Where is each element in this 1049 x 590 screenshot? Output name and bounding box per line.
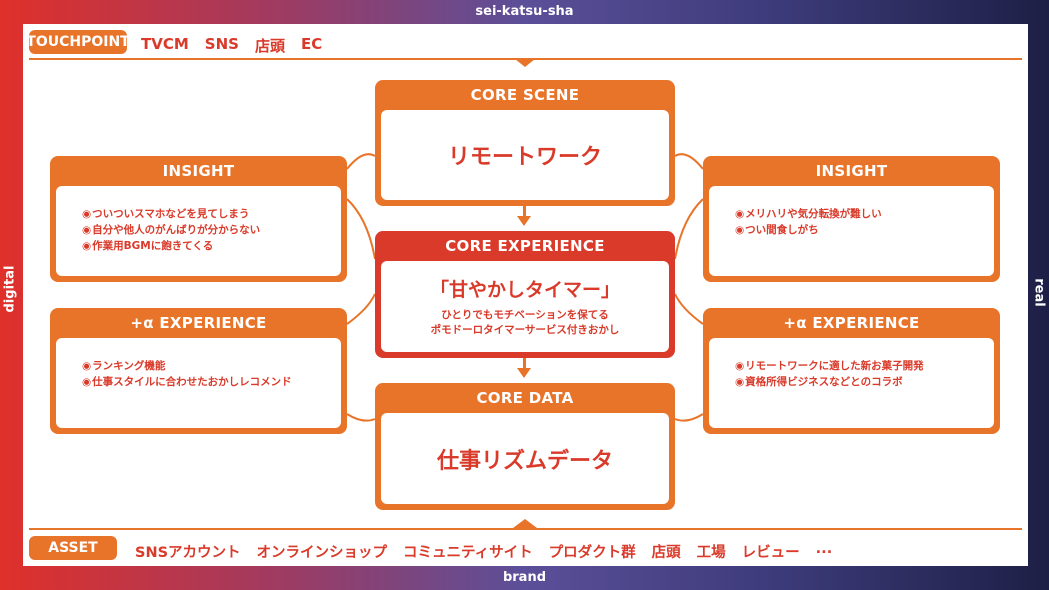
insight-right-list: メリハリや気分転換が難しい つい間食しがち xyxy=(709,186,994,238)
core-data-box: CORE DATA 仕事リズムデータ xyxy=(375,383,675,510)
connector-right-low xyxy=(674,293,704,325)
core-scene-header: CORE SCENE xyxy=(470,86,580,104)
touchpoint-item: SNS xyxy=(204,35,239,53)
arrow-experience-to-data xyxy=(517,368,531,378)
core-experience-body: 「甘やかしタイマー」 ひとりでもモチベーションを保てる ポモドーロタイマーサービ… xyxy=(381,261,669,352)
core-experience-header: CORE EXPERIENCE xyxy=(445,237,605,255)
core-experience-sub-1: ひとりでもモチベーションを保てる xyxy=(441,309,609,321)
alpha-left-list: ランキング機能 仕事スタイルに合わせたおかしレコメンド xyxy=(56,338,341,390)
core-experience-box: CORE EXPERIENCE 「甘やかしタイマー」 ひとりでもモチベーションを… xyxy=(375,231,675,358)
connector-lines xyxy=(346,153,704,422)
asset-item: コミュニティサイト xyxy=(403,545,533,561)
asset-badge: ASSET xyxy=(29,536,117,560)
list-item: 仕事スタイルに合わせたおかしレコメンド xyxy=(82,374,341,390)
core-experience-title: 「甘やかしタイマー」 xyxy=(429,279,620,301)
list-item: ランキング機能 xyxy=(82,358,341,374)
frame-top-label: sei-katsu-sha xyxy=(475,4,574,19)
core-data-header: CORE DATA xyxy=(476,389,574,407)
arrow-scene-to-experience xyxy=(517,216,531,226)
insight-right-box: INSIGHT メリハリや気分転換が難しい つい間食しがち xyxy=(703,156,1000,282)
asset-items: SNSアカウント オンラインショップ コミュニティサイト プロダクト群 店頭 工… xyxy=(135,541,832,562)
asset-item: プロダクト群 xyxy=(548,545,636,561)
alpha-right-list: リモートワークに適した新お菓子開発 資格所得ビジネスなどとのコラボ xyxy=(709,338,994,390)
connector-left-top xyxy=(346,153,376,170)
asset-divider xyxy=(29,528,1022,530)
core-scene-box: CORE SCENE リモートワーク xyxy=(375,80,675,206)
connector-right-bottom xyxy=(674,413,704,422)
asset-item: レビュー xyxy=(741,545,800,561)
asset-item: オンラインショップ xyxy=(256,545,388,561)
insight-left-box: INSIGHT ついついスマホなどを見てしまう 自分や他人のがんばりが分からない… xyxy=(50,156,347,282)
touchpoint-item: EC xyxy=(300,35,323,53)
asset-notch xyxy=(513,519,537,528)
list-item: 資格所得ビジネスなどとのコラボ xyxy=(735,374,994,390)
alpha-right-box: +α EXPERIENCE リモートワークに適した新お菓子開発 資格所得ビジネス… xyxy=(703,308,1000,434)
touchpoint-item: 店頭 xyxy=(254,37,285,55)
asset-item: ... xyxy=(815,541,833,557)
list-item: メリハリや気分転換が難しい xyxy=(735,206,994,222)
alpha-left-body: ランキング機能 仕事スタイルに合わせたおかしレコメンド xyxy=(56,338,341,428)
core-data-text: 仕事リズムデータ xyxy=(381,413,669,504)
connector-right-top xyxy=(674,153,704,170)
insight-right-body: メリハリや気分転換が難しい つい間食しがち xyxy=(709,186,994,276)
list-item: リモートワークに適した新お菓子開発 xyxy=(735,358,994,374)
asset-item: 店頭 xyxy=(651,545,681,561)
core-experience-sub-2: ポモドーロタイマーサービス付きおかし xyxy=(430,324,620,336)
frame-right-label: real xyxy=(1031,278,1047,307)
alpha-right-header: +α EXPERIENCE xyxy=(783,314,920,332)
connector-left-bottom xyxy=(346,413,376,422)
touchpoint-notch xyxy=(515,59,535,67)
insight-right-header: INSIGHT xyxy=(815,162,888,180)
list-item: ついついスマホなどを見てしまう xyxy=(82,206,341,222)
connector-left-mid xyxy=(346,198,376,260)
touchpoint-item: TVCM xyxy=(141,35,189,53)
diagram-canvas: TOUCHPOINT TVCM SNS 店頭 EC CORE SCENE リモー… xyxy=(23,24,1028,566)
core-scene-text: リモートワーク xyxy=(381,110,669,200)
alpha-left-header: +α EXPERIENCE xyxy=(130,314,267,332)
touchpoint-items: TVCM SNS 店頭 EC xyxy=(141,35,322,56)
connector-left-low xyxy=(346,293,376,325)
connector-right-mid xyxy=(674,198,704,260)
frame-left-label: digital xyxy=(2,265,18,313)
insight-left-body: ついついスマホなどを見てしまう 自分や他人のがんばりが分からない 作業用BGMに… xyxy=(56,186,341,276)
alpha-right-body: リモートワークに適した新お菓子開発 資格所得ビジネスなどとのコラボ xyxy=(709,338,994,428)
alpha-left-box: +α EXPERIENCE ランキング機能 仕事スタイルに合わせたおかしレコメン… xyxy=(50,308,347,434)
asset-item: SNSアカウント xyxy=(135,545,241,561)
asset-item: 工場 xyxy=(696,545,726,561)
insight-left-header: INSIGHT xyxy=(162,162,235,180)
insight-left-list: ついついスマホなどを見てしまう 自分や他人のがんばりが分からない 作業用BGMに… xyxy=(56,186,341,254)
arrow-stem-1 xyxy=(523,206,526,216)
touchpoint-badge: TOUCHPOINT xyxy=(26,30,130,54)
list-item: 自分や他人のがんばりが分からない xyxy=(82,222,341,238)
arrow-stem-2 xyxy=(523,358,526,368)
list-item: 作業用BGMに飽きてくる xyxy=(82,238,341,254)
list-item: つい間食しがち xyxy=(735,222,994,238)
frame-bottom-label: brand xyxy=(502,570,547,585)
